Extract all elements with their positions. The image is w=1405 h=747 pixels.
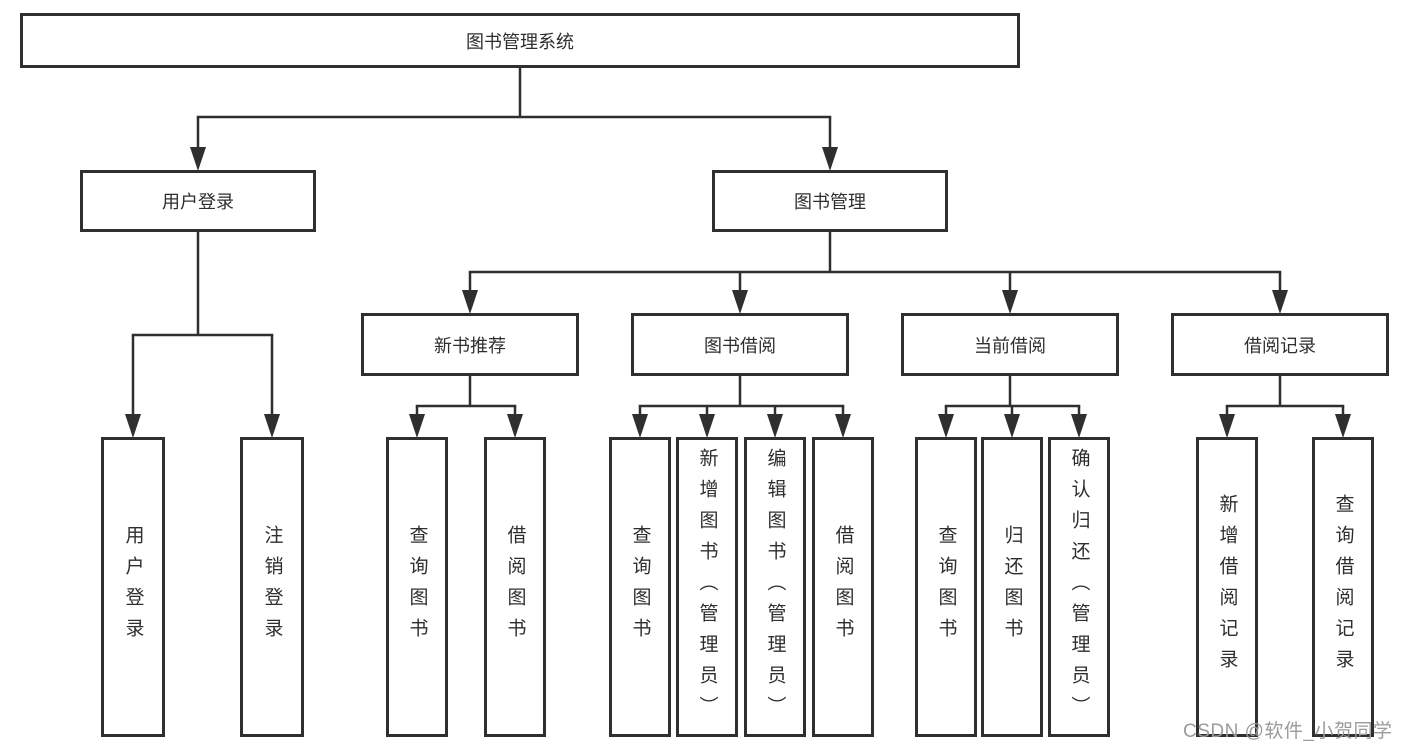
- node-login: 用户登录: [101, 437, 165, 737]
- node-label: 新增借阅记录: [1216, 494, 1238, 680]
- watermark: CSDN @软件_小贺同学: [1183, 721, 1393, 742]
- node-label: 借阅记录: [1244, 335, 1316, 356]
- node-return-books: 归还图书: [981, 437, 1043, 737]
- node-query-borrow-record: 查询借阅记录: [1312, 437, 1374, 737]
- node-label: 查询借阅记录: [1332, 494, 1354, 680]
- node-new-book-rec: 新书推荐: [361, 313, 579, 376]
- node-label: 确认归还（管理员）: [1068, 447, 1090, 727]
- node-borrow-books-1: 借阅图书: [484, 437, 546, 737]
- node-logout: 注销登录: [240, 437, 304, 737]
- node-borrow-books-2: 借阅图书: [812, 437, 874, 737]
- node-label: 图书借阅: [704, 335, 776, 356]
- node-add-borrow-record: 新增借阅记录: [1196, 437, 1258, 737]
- node-label: 用户登录: [162, 192, 234, 212]
- node-label: 编辑图书（管理员）: [764, 447, 786, 727]
- node-root: 图书管理系统: [20, 13, 1020, 68]
- node-query-books-2: 查询图书: [609, 437, 671, 737]
- node-label: 借阅图书: [832, 525, 854, 649]
- node-label: 新增图书（管理员）: [696, 447, 718, 727]
- node-user-login: 用户登录: [80, 170, 316, 232]
- node-edit-books-admin: 编辑图书（管理员）: [744, 437, 806, 737]
- node-label: 注销登录: [261, 525, 283, 649]
- node-query-books-1: 查询图书: [386, 437, 448, 737]
- node-label: 图书管理: [794, 192, 866, 212]
- node-label: 归还图书: [1001, 525, 1023, 649]
- node-borrow-records: 借阅记录: [1171, 313, 1389, 376]
- node-current-borrow: 当前借阅: [901, 313, 1119, 376]
- node-label: 查询图书: [935, 525, 957, 649]
- node-book-borrow: 图书借阅: [631, 313, 849, 376]
- node-confirm-return-admin: 确认归还（管理员）: [1048, 437, 1110, 737]
- node-label: 查询图书: [629, 525, 651, 649]
- node-label: 查询图书: [406, 525, 428, 649]
- node-add-books-admin: 新增图书（管理员）: [676, 437, 738, 737]
- node-label: 当前借阅: [974, 335, 1046, 356]
- node-label: 用户登录: [122, 525, 144, 649]
- node-label: 新书推荐: [434, 335, 506, 356]
- node-query-books-3: 查询图书: [915, 437, 977, 737]
- node-label: 图书管理系统: [466, 31, 574, 52]
- node-label: 借阅图书: [504, 525, 526, 649]
- node-book-mgmt: 图书管理: [712, 170, 948, 232]
